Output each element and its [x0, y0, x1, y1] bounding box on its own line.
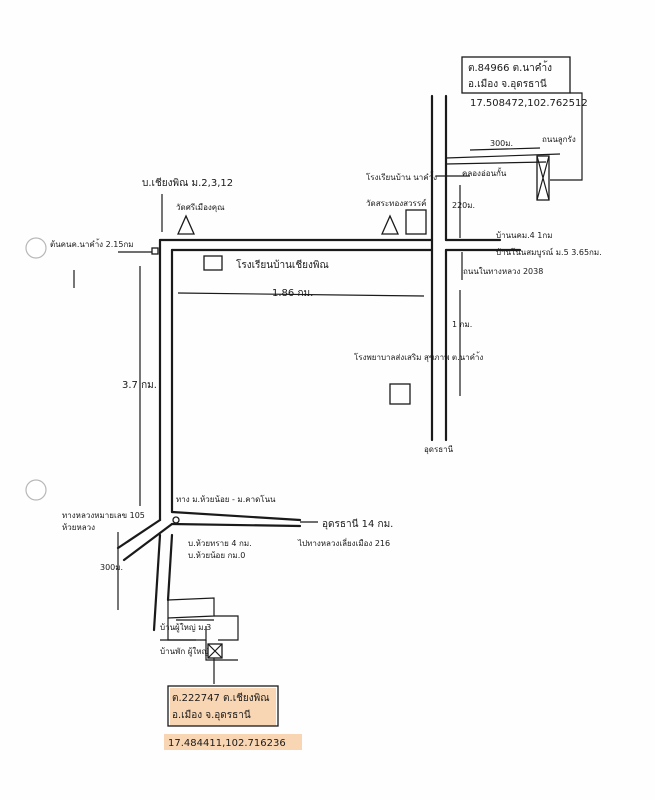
kk-mark2: ห้วยหลวง [62, 523, 95, 532]
temple-right-icon [380, 214, 400, 235]
binder-hole-lower [25, 479, 47, 501]
dist-300-top: 300ม. [490, 139, 513, 148]
site-top-coords: 17.508472,102.762512 [470, 98, 588, 109]
road-to-site-top [445, 153, 561, 159]
fence-label: คลองอ่อนกั้น [462, 167, 507, 178]
temple-top: วัดศรีเมืองคุณ [176, 203, 225, 212]
dist-300-bottom: 300ม. [100, 563, 123, 572]
house-grid [160, 597, 239, 661]
km-2038: ถนนในทางหลวง 2038 [463, 267, 543, 276]
dist-186: 1.86 กม. [272, 288, 313, 299]
dist-186-arrow [177, 292, 425, 297]
site-bottom-line1: ต.222747 ต.เชียงพิณ [172, 692, 270, 704]
temple-top-icon [176, 214, 196, 235]
kk-mark: ทางหลวงหมายเลข 105 [62, 511, 145, 520]
school-top-right: โรงเรียนบ้าน นาคำ้ง [366, 171, 437, 182]
village-bottom2: บ.ห้วยน้อย กม.0 [188, 551, 245, 560]
site-top-box: ต.84966 ต.นาคำ้ง อ.เมือง จ.อุดรธานี 17.5… [461, 56, 588, 109]
dist-300-top-arrow [469, 147, 541, 151]
site-bottom-box: ต.222747 ต.เชียงพิณ อ.เมือง จ.อุดรธานี 1… [164, 685, 302, 750]
junction-dot [172, 516, 180, 524]
highway-216: ไปทางหลวงเลี่ยงเมือง 216 [297, 537, 390, 548]
road-lower-ew-bottom [170, 522, 302, 528]
site-top-line1: ต.84966 ต.นาคำ้ง [468, 60, 552, 74]
village-bottom: บ.ห้วยทราย 4 กม. [188, 539, 252, 548]
road-diagonal-b [122, 522, 174, 562]
to-udon: อุดรธานี [424, 445, 454, 454]
road-south-a [152, 533, 162, 632]
road-lower-ew-top [170, 510, 302, 522]
dist-220: 220ม. [452, 201, 475, 210]
leader-site-top [550, 92, 583, 181]
house-b: บ้านพัก ผู้ใหญ่ [160, 647, 209, 657]
school-top-right-icon [405, 209, 427, 235]
road-diagonal-a [116, 518, 162, 550]
right-top-small: ถนนลูกรัง [542, 135, 576, 145]
site-top-line2: อ.เมือง จ.อุดรธานี [468, 78, 547, 90]
temple-right: วัดสระทองสวรรค์ [366, 198, 426, 208]
house-a: บ้านผู้ใหญ่ ม.3 [160, 623, 211, 633]
school-center-icon [203, 255, 223, 271]
turn-right-1: บ้านนคม.4 1กม [496, 231, 553, 240]
dist-1km: 1 กม. [452, 320, 472, 329]
binder-hole-upper [25, 237, 47, 259]
to-udon-14: อุดรธานี 14 กม. [322, 518, 393, 530]
health-center-1: โรงพยาบาลส่งเสริม สุขภาพ ต.นาคำ้ง [354, 351, 483, 362]
health-center-icon [389, 383, 411, 405]
site-bottom-parcel [207, 643, 223, 659]
junction-label: ทาง ม.ห้วยน้อย - ม.คาดโนน [176, 494, 276, 504]
road-south-b [166, 533, 174, 602]
km-left-marker: ต้นคนค.นาคำ้ง 2.15กม [50, 238, 134, 249]
turn-right-2: บ้านโนนสมบูรณ์ ม.5 3.65กม. [496, 247, 602, 258]
site-top-parcel [536, 155, 550, 201]
school-center: โรงเรียนบ้านเชียงพิณ [236, 258, 329, 271]
site-bottom-line2: อ.เมือง จ.อุดรธานี [172, 709, 251, 721]
site-bottom-coords: 17.484411,102.716236 [168, 738, 286, 749]
village-top: บ.เชียงพิณ ม.2,3,12 [142, 177, 233, 189]
dist-37: 3.7 กม. [122, 380, 157, 391]
